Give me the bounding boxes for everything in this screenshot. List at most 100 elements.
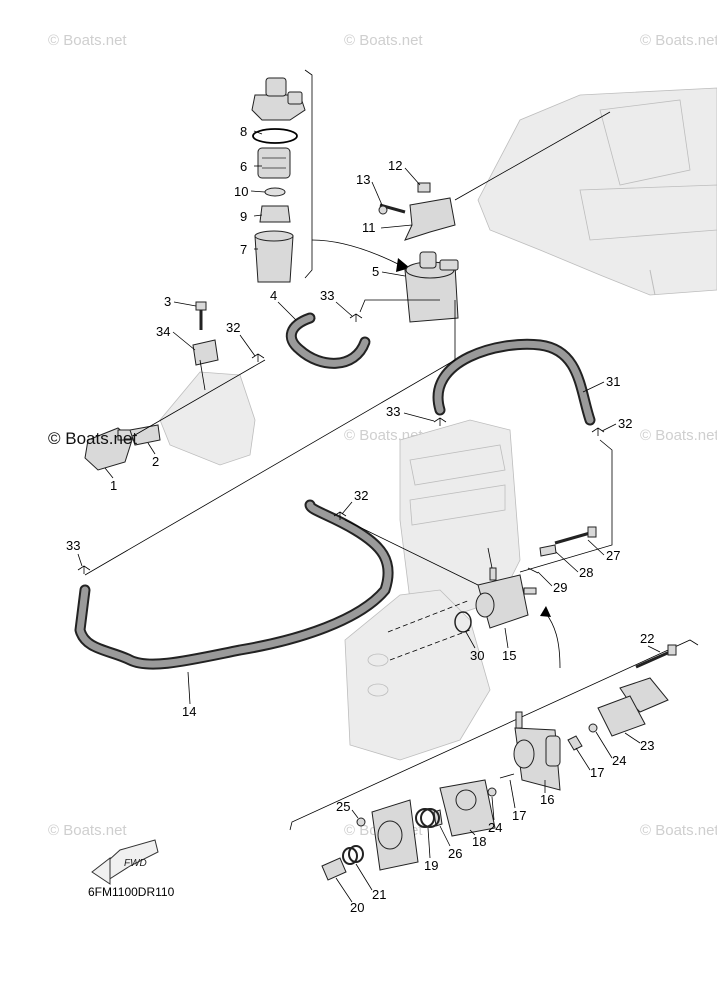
- callout-17: 17: [575, 747, 604, 780]
- washer-29: [527, 567, 539, 574]
- diaphragm-18: [439, 779, 496, 837]
- spring-17: [499, 773, 515, 779]
- watermark: © Boats.net: [640, 427, 717, 444]
- kit-bracket: [289, 639, 699, 831]
- callout-32: 32: [601, 416, 632, 432]
- svg-text:10: 10: [234, 184, 248, 199]
- hose-clip-32: [251, 353, 265, 362]
- routing-line: [519, 439, 613, 573]
- callout-7: 7: [240, 242, 258, 257]
- svg-text:21: 21: [372, 887, 386, 902]
- svg-text:31: 31: [606, 374, 620, 389]
- assembly-arrow: [311, 239, 401, 266]
- washer-24: [588, 723, 598, 733]
- routing-line: [359, 299, 440, 313]
- svg-text:26: 26: [448, 846, 462, 861]
- float: [259, 205, 291, 223]
- fwd-label: FWD: [124, 858, 147, 869]
- svg-text:32: 32: [354, 488, 368, 503]
- svg-text:6: 6: [240, 159, 247, 174]
- gasket-23: [597, 695, 646, 737]
- svg-text:9: 9: [240, 209, 247, 224]
- callout-10: 10: [234, 184, 266, 199]
- callout-18: 18: [469, 829, 486, 849]
- arrow-head-icon: [540, 606, 551, 617]
- callout-30: 30: [465, 631, 484, 663]
- plunger-20: [321, 857, 347, 881]
- svg-text:33: 33: [66, 538, 80, 553]
- callout-20: 20: [335, 877, 364, 915]
- watermark: © Boats.net: [640, 32, 717, 49]
- svg-text:30: 30: [470, 648, 484, 663]
- callout-15: 15: [502, 627, 516, 663]
- o-ring: [252, 128, 298, 144]
- nut-12: [417, 182, 431, 193]
- callout-3: 3: [164, 294, 197, 309]
- screw-22: [635, 644, 677, 669]
- o-ring-30: [454, 611, 472, 633]
- filter-head: [251, 77, 306, 121]
- svg-text:11: 11: [362, 220, 376, 235]
- fuel-filter-assembly: [404, 251, 459, 323]
- watermark-dark: © Boats.net: [48, 429, 137, 448]
- callout-24: 24: [595, 731, 626, 768]
- callout-27: 27: [587, 539, 620, 563]
- callout-33: 33: [66, 538, 83, 567]
- ghost-block: [344, 589, 491, 761]
- svg-text:20: 20: [350, 900, 364, 915]
- callout-12: 12: [388, 158, 421, 186]
- routing-line: [344, 519, 479, 586]
- watermark: © Boats.net: [48, 822, 127, 839]
- svg-text:1: 1: [110, 478, 117, 493]
- svg-text:16: 16: [540, 792, 554, 807]
- svg-text:7: 7: [240, 242, 247, 257]
- callout-1: 1: [104, 467, 117, 493]
- callout-25: 25: [336, 799, 359, 819]
- callout-21: 21: [355, 863, 386, 902]
- callout-6: 6: [240, 159, 262, 174]
- spring-17: [567, 735, 583, 751]
- callout-23: 23: [624, 732, 654, 753]
- filter-assembly-bracket: [304, 69, 313, 279]
- svg-text:13: 13: [356, 172, 370, 187]
- svg-text:2: 2: [152, 454, 159, 469]
- callout-17: 17: [509, 779, 526, 823]
- leader-line: [454, 111, 611, 201]
- svg-text:5: 5: [372, 264, 379, 279]
- routing-line: [84, 300, 456, 576]
- float-ring: [264, 187, 286, 197]
- callout-2: 2: [147, 442, 159, 469]
- svg-text:18: 18: [472, 834, 486, 849]
- callout-11: 11: [362, 220, 413, 235]
- pump-body-16: [513, 711, 561, 791]
- watermark: © Boats.net: [48, 32, 127, 49]
- svg-text:22: 22: [640, 631, 654, 646]
- svg-text:32: 32: [618, 416, 632, 431]
- svg-text:24: 24: [488, 820, 502, 835]
- hose-4: [285, 312, 371, 369]
- callout-19: 19: [424, 827, 438, 873]
- nut-25: [356, 817, 366, 827]
- filter-cup: [254, 230, 294, 283]
- svg-text:8: 8: [240, 124, 247, 139]
- callout-31: 31: [582, 374, 620, 393]
- routing-line: [134, 359, 266, 436]
- callout-33: 33: [386, 404, 435, 422]
- callout-24: 24: [488, 796, 502, 835]
- callout-32: 32: [341, 488, 368, 515]
- spring-19: [415, 808, 440, 828]
- washer-24: [487, 787, 497, 797]
- callout-16: 16: [540, 780, 554, 807]
- watermark: © Boats.net: [640, 822, 717, 839]
- svg-text:33: 33: [320, 288, 334, 303]
- svg-text:32: 32: [226, 320, 240, 335]
- spring-21: [342, 845, 364, 865]
- bolt-3: [195, 301, 207, 330]
- filter-bracket: [404, 197, 456, 241]
- svg-text:17: 17: [512, 808, 526, 823]
- bolt-27: [554, 526, 597, 545]
- callout-4: 4: [270, 288, 297, 321]
- routing-line: [199, 359, 206, 391]
- callout-28: 28: [555, 551, 593, 580]
- callout-34: 34: [156, 324, 196, 351]
